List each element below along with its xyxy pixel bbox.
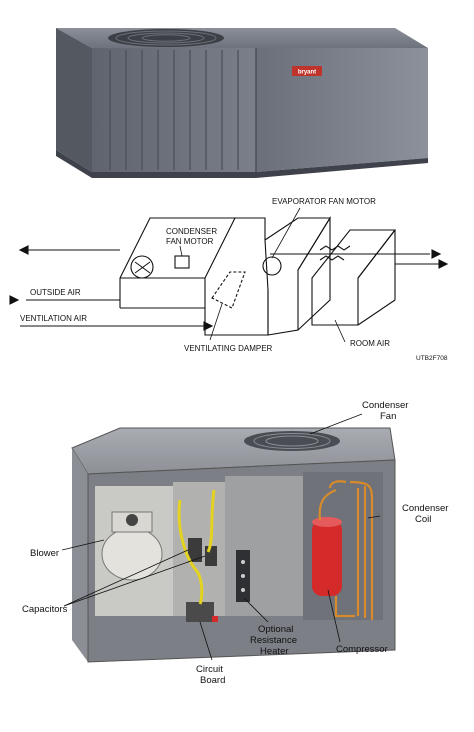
label-condenser-coil-1: Condenser	[402, 503, 448, 514]
airflow-arrows	[9, 245, 449, 331]
ventilating-damper	[211, 271, 246, 309]
cabinet-left-side	[56, 28, 92, 172]
label-circuit-board-1: Circuit	[196, 664, 223, 675]
condenser-fan-motor-box	[174, 255, 190, 269]
label-condenser-fan-2: Fan	[380, 411, 396, 422]
label-capacitors: Capacitors	[22, 604, 68, 615]
capacitor-2	[205, 546, 217, 566]
access-panel	[256, 48, 428, 172]
label-condenser-coil-2: Coil	[415, 514, 431, 525]
packaged-unit-illustration: bryant	[56, 28, 428, 178]
cutaway-illustration-panel: Condenser Fan Condenser Coil Blower Capa…	[0, 390, 474, 732]
blower-motor-shaft	[126, 514, 138, 526]
schematic-diagram: EVAPORATOR FAN MOTOR CONDENSER FAN MOTOR…	[9, 197, 449, 362]
label-compressor: Compressor	[336, 644, 388, 655]
label-heater-1: Optional	[258, 624, 293, 635]
packaged-unit-photo: bryant	[0, 0, 474, 190]
evaporator-section	[262, 216, 331, 336]
cutaway-illustration: Condenser Fan Condenser Coil Blower Capa…	[22, 400, 448, 686]
label-ventilation-air: VENTILATION AIR	[20, 314, 87, 323]
schematic-cabinet-outline	[119, 217, 269, 336]
label-heater-2: Resistance	[250, 635, 297, 646]
cabinet-base	[56, 150, 428, 178]
evaporator-coil	[311, 229, 397, 326]
figure-code: UTB2F708	[416, 355, 448, 362]
label-blower: Blower	[30, 548, 59, 559]
cabinet-left-side	[72, 448, 88, 662]
fan-grille	[108, 29, 224, 47]
label-outside-air: OUTSIDE AIR	[30, 288, 81, 297]
condenser-coil	[318, 480, 374, 620]
label-heater-3: Heater	[260, 646, 289, 657]
brand-logo	[292, 66, 322, 76]
label-ventilating-damper: VENTILATING DAMPER	[184, 344, 273, 353]
label-room-air: ROOM AIR	[350, 339, 390, 348]
control-wiring	[177, 489, 216, 605]
capacitor-1	[188, 538, 202, 562]
label-condenser-fan-1: Condenser	[362, 400, 408, 411]
airflow-schematic: EVAPORATOR FAN MOTOR CONDENSER FAN MOTOR…	[0, 190, 474, 370]
blower-wheel	[101, 527, 163, 581]
label-evaporator-fan-motor: EVAPORATOR FAN MOTOR	[272, 197, 376, 206]
brand-logo-text: bryant	[298, 70, 316, 76]
compressor	[312, 520, 342, 596]
label-condenser-fan-motor-1: CONDENSER	[166, 227, 217, 236]
condenser-fan-motor-symbol	[130, 255, 154, 279]
label-condenser-fan-motor-2: FAN MOTOR	[166, 237, 214, 246]
circuit-board	[186, 602, 214, 622]
label-circuit-board-2: Board	[200, 675, 225, 686]
condenser-fan-grille	[244, 431, 340, 451]
